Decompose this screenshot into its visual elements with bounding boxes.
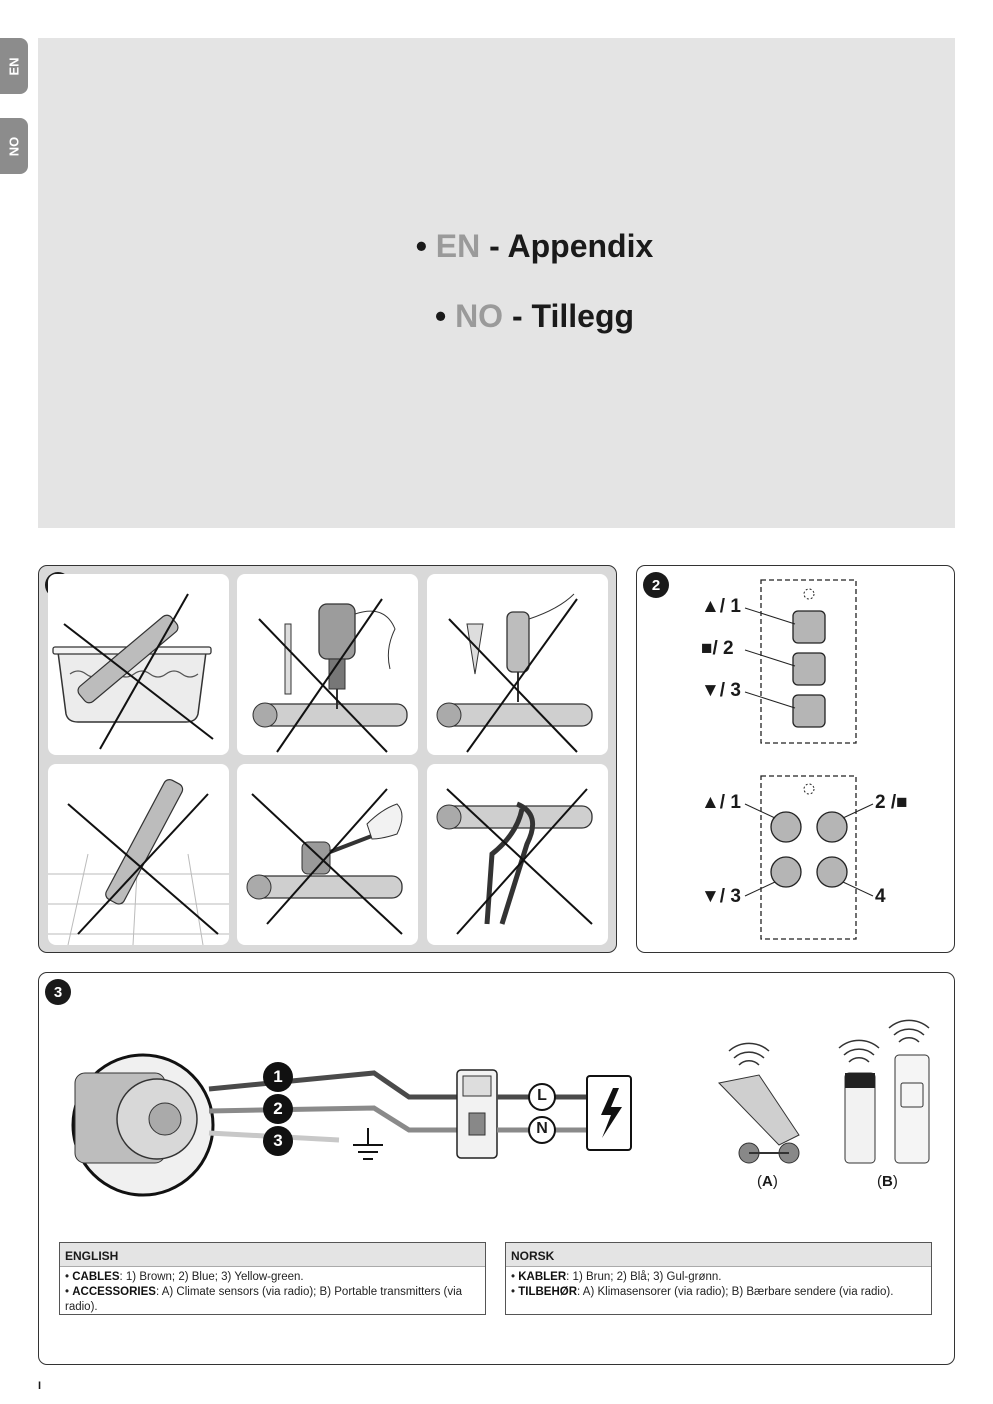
bullet: • — [415, 228, 427, 264]
title-text: Tillegg — [531, 298, 635, 334]
tab-en-label: EN — [6, 56, 22, 76]
lang-code: NO — [455, 298, 504, 334]
warning-no-crushing — [427, 764, 608, 945]
separator: - — [511, 298, 523, 334]
legend-norsk-accessories: • TILBEHØR: A) Klimasensorer (via radio)… — [511, 1286, 894, 1298]
separator: - — [489, 228, 500, 264]
legend-english-heading: ENGLISH — [60, 1243, 485, 1267]
label-up-1: ▲/ 1 — [701, 596, 741, 617]
cable-number-3: 3 — [273, 1131, 283, 1150]
drill-illustration — [252, 598, 408, 753]
button-3 — [770, 856, 802, 888]
accessory-b-label: (B) — [877, 1173, 898, 1190]
button-up — [792, 610, 826, 644]
wiring-diagram — [71, 1019, 930, 1197]
accessory-a-label: (A) — [757, 1173, 778, 1190]
legend-norsk-heading: NORSK — [506, 1243, 931, 1267]
warning-no-screwing — [427, 574, 608, 755]
label-4-bottom: 4 — [875, 886, 886, 907]
warning-no-dropping — [48, 764, 229, 946]
legend-norsk: NORSK • KABLER: 1) Brun; 2) Blå; 3) Gul-… — [505, 1242, 932, 1315]
warning-no-hammering — [237, 764, 418, 945]
lang-code: EN — [435, 228, 481, 264]
legend-english-cables: • CABLES: 1) Brown; 2) Blue; 3) Yellow-g… — [65, 1271, 304, 1283]
drop-illustration — [48, 779, 229, 946]
button-2 — [816, 811, 848, 843]
button-down — [792, 694, 826, 728]
pliers-illustration — [436, 788, 593, 935]
button-4 — [816, 856, 848, 888]
figure-3-panel: 3 — [38, 972, 955, 1365]
legend-norsk-cables: • KABLER: 1) Brun; 2) Blå; 3) Gul-grønn. — [511, 1271, 722, 1283]
tab-en[interactable]: EN — [0, 38, 28, 94]
neutral-label: N — [536, 1120, 548, 1137]
button-stop — [792, 652, 826, 686]
legend-english: ENGLISH • CABLES: 1) Brown; 2) Blue; 3) … — [59, 1242, 486, 1315]
warning-no-drilling — [237, 574, 418, 755]
screw-illustration — [436, 593, 593, 753]
line-label: L — [537, 1087, 547, 1104]
label-down-3-bottom: ▼/ 3 — [701, 886, 741, 907]
hero-title-no: • NO - Tillegg — [38, 298, 955, 335]
button-1 — [770, 811, 802, 843]
hero-banner: • EN - Appendix • NO - Tillegg — [38, 38, 955, 528]
figure-1-panel: 1 — [38, 565, 617, 953]
tab-no-label: NO — [6, 136, 22, 156]
page-mark: I — [38, 1380, 42, 1392]
figure-2-badge: 2 — [643, 572, 669, 598]
title-text: Appendix — [507, 228, 654, 264]
cable-number-2: 2 — [273, 1099, 283, 1118]
hero-title-en: • EN - Appendix — [38, 228, 955, 265]
warning-no-water — [48, 574, 229, 755]
label-down-3: ▼/ 3 — [701, 680, 741, 701]
legend-english-accessories: • ACCESSORIES: A) Climate sensors (via r… — [65, 1286, 463, 1313]
bullet: • — [434, 298, 447, 334]
label-up-1-bottom: ▲/ 1 — [701, 792, 741, 813]
figure-3-badge: 3 — [45, 979, 71, 1005]
figure-2-panel: 2 ▲/ 1 ■/ 2 ▼/ 3 ▲/ 1 2 /■ ▼/ 3 4 — [636, 565, 955, 953]
hammer-illustration — [246, 788, 403, 935]
label-stop-2: ■/ 2 — [701, 638, 734, 659]
remote-diagram — [744, 579, 874, 940]
water-immersion-illustration — [52, 593, 214, 750]
label-2-stop-bottom: 2 /■ — [875, 792, 908, 813]
tab-no[interactable]: NO — [0, 118, 28, 174]
cable-number-1: 1 — [273, 1067, 283, 1086]
